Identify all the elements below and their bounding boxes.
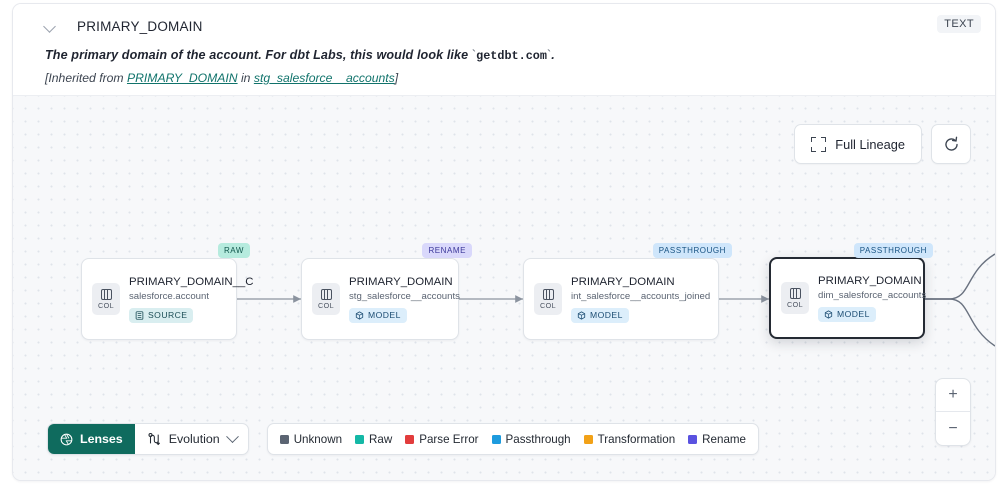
lenses-button[interactable]: Lenses (48, 424, 135, 454)
legend-swatch (688, 434, 698, 444)
node-tag: PASSTHROUGH (652, 243, 732, 258)
legend-swatch (405, 434, 415, 444)
node-column-name: PRIMARY_DOMAIN (349, 275, 453, 288)
legend-label: Raw (369, 432, 393, 446)
legend-label: Unknown (293, 432, 343, 446)
legend-swatch (279, 434, 289, 444)
legend-swatch (355, 434, 365, 444)
node-kind-badge: MODEL (349, 307, 407, 323)
aperture-icon (60, 433, 73, 445)
legend-item-raw: Raw (355, 433, 392, 446)
lineage-node-selected[interactable]: PASSTHROUGH COL PRIMARY_DOMAIN dim_sales… (769, 243, 933, 339)
lineage-legend: Unknown Raw Parse Error Passthrough Tran… (266, 423, 759, 455)
inherited-prefix: [Inherited from (45, 71, 127, 85)
node-table-name: stg_salesforce__accounts (349, 290, 460, 302)
node-kind-badge: MODEL (571, 307, 629, 323)
model-icon (824, 309, 833, 319)
source-icon (135, 310, 144, 320)
expand-icon (811, 136, 827, 152)
node-kind-label: SOURCE (148, 310, 188, 320)
node-tag: PASSTHROUGH (853, 243, 933, 258)
type-badge: TEXT (937, 15, 981, 33)
column-icon-label: COL (787, 299, 803, 309)
column-glyph-icon (100, 288, 112, 300)
node-tag: RENAME (422, 243, 472, 258)
chevron-down-icon[interactable] (43, 19, 57, 33)
legend-item-transformation: Transformation (583, 432, 676, 446)
description-period: . (551, 48, 555, 62)
node-tag: RAW (217, 243, 250, 258)
lineage-canvas[interactable]: Full Lineage RAW COL PRIMARY_DOMAIN__C s… (13, 95, 995, 480)
legend-swatch (491, 434, 501, 444)
lenses-label: Lenses (80, 432, 123, 446)
node-table-name: dim_salesforce_accounts (818, 289, 927, 301)
legend-label: Transformation (597, 432, 676, 446)
panel-header: PRIMARY_DOMAIN TEXT The primary domain o… (13, 4, 995, 95)
model-icon (577, 310, 586, 320)
node-kind-label: MODEL (368, 310, 401, 320)
canvas-bottom-bar: Lenses Evolution Unknown (47, 423, 759, 455)
lineage-node[interactable]: RENAME COL PRIMARY_DOMAIN stg_salesforce… (301, 243, 472, 340)
node-column-name: PRIMARY_DOMAIN (818, 274, 922, 287)
legend-label: Parse Error (419, 432, 479, 446)
legend-swatch (583, 434, 593, 444)
column-icon-label: COL (540, 300, 556, 310)
column-icon: COL (781, 282, 809, 314)
column-glyph-icon (542, 288, 554, 300)
column-icon: COL (312, 283, 340, 315)
inherited-column-link[interactable]: PRIMARY_DOMAIN (126, 71, 238, 85)
column-description: The primary domain of the account. For d… (45, 48, 979, 63)
edge-out-bottom (925, 298, 995, 347)
evolution-label: Evolution (168, 432, 220, 446)
node-column-name: PRIMARY_DOMAIN__C (129, 275, 254, 288)
column-glyph-icon (320, 288, 332, 300)
zoom-out-button[interactable]: − (948, 419, 958, 437)
column-icon: COL (534, 283, 562, 315)
model-icon (355, 310, 364, 320)
node-kind-label: MODEL (837, 309, 870, 319)
legend-item-unknown: Unknown (279, 432, 343, 446)
page-title: PRIMARY_DOMAIN (77, 18, 203, 34)
legend-item-rename: Rename (688, 433, 746, 446)
backtick-open: ` (471, 48, 477, 62)
legend-item-passthrough: Passthrough (491, 432, 571, 446)
refresh-icon (944, 136, 958, 151)
legend-label: Rename (702, 432, 746, 446)
description-text: The primary domain of the account. For d… (45, 48, 472, 62)
node-table-name: salesforce.account (129, 290, 209, 302)
legend-item-parse-error: Parse Error (405, 432, 479, 446)
refresh-button[interactable] (931, 124, 971, 164)
inherited-model-link[interactable]: stg_salesforce__accounts (253, 71, 395, 85)
inherited-middle: in (237, 71, 254, 85)
column-glyph-icon (789, 287, 801, 299)
full-lineage-button[interactable]: Full Lineage (794, 124, 922, 164)
lineage-node[interactable]: RAW COL PRIMARY_DOMAIN__C salesforce.acc… (81, 243, 254, 340)
evolution-dropdown[interactable]: Evolution (135, 424, 248, 454)
lenses-group: Lenses Evolution (47, 423, 249, 455)
node-kind-label: MODEL (590, 310, 623, 320)
node-column-name: PRIMARY_DOMAIN (571, 275, 675, 288)
column-icon-label: COL (318, 300, 334, 310)
legend-label: Passthrough (505, 432, 571, 446)
full-lineage-label: Full Lineage (835, 136, 905, 152)
edge-out-top (925, 253, 995, 300)
lineage-node[interactable]: PASSTHROUGH COL PRIMARY_DOMAIN int_sales… (523, 243, 732, 340)
route-icon (148, 432, 160, 446)
node-table-name: int_salesforce__accounts_joined (571, 290, 711, 302)
node-kind-badge: MODEL (818, 306, 876, 322)
chevron-down-icon (225, 429, 239, 443)
column-icon: COL (92, 283, 120, 315)
column-icon-label: COL (98, 300, 114, 310)
lineage-edges (237, 253, 995, 347)
zoom-controls: + − (935, 378, 971, 446)
canvas-toolbar: Full Lineage (794, 124, 971, 164)
node-kind-badge: SOURCE (129, 307, 194, 323)
description-code: getdbt.com (476, 49, 547, 63)
backtick-close: ` (546, 48, 552, 62)
zoom-in-button[interactable]: + (936, 379, 970, 412)
column-detail-panel: PRIMARY_DOMAIN TEXT The primary domain o… (12, 3, 996, 481)
inherited-from-line: [Inherited from PRIMARY_DOMAIN in stg_sa… (45, 71, 979, 85)
inherited-suffix: ] (394, 71, 399, 85)
